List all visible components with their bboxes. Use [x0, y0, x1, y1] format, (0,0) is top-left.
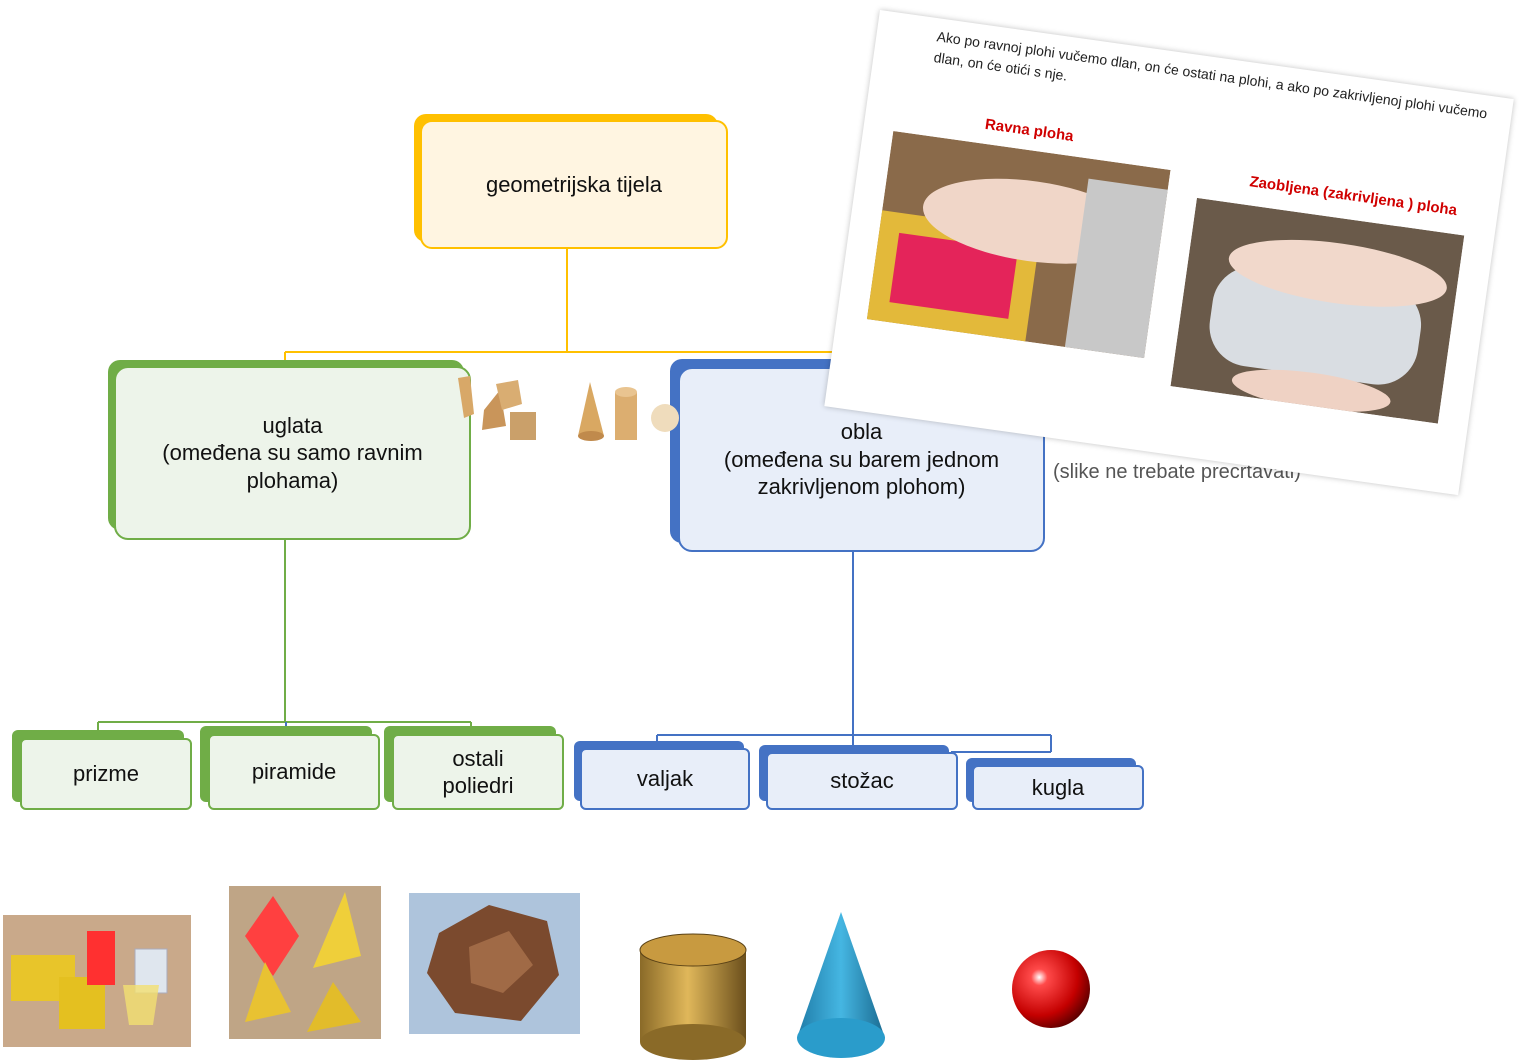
round-label: obla (omeđena su barem jednom zakrivljen…	[723, 419, 1000, 500]
root-node: geometrijska tijela	[420, 120, 728, 249]
flat-surface-photo	[866, 131, 1171, 359]
leaf-piramide: piramide	[208, 734, 380, 810]
connector-angular-leaves	[97, 540, 472, 734]
angular-label: uglata (omeđena su samo ravnim plohama)	[162, 412, 423, 493]
leaf-valjak-label: valjak	[636, 766, 694, 792]
leaf-piramide-label: piramide	[251, 759, 337, 785]
connector-round-leaves	[656, 552, 1052, 753]
prisms-photo	[3, 915, 191, 1047]
wooden-solids-picture	[458, 376, 679, 441]
leaf-prizme: prizme	[20, 738, 192, 810]
leaf-ostali-poliedri: ostali poliedri	[392, 734, 564, 810]
inset-photo-card: Ako po ravnoj plohi vučemo dlan, on će o…	[824, 10, 1514, 496]
note-text: (slike ne trebate precrtavati)	[1053, 461, 1301, 483]
leaf-stozac-label: stožac	[830, 768, 894, 794]
leaf-kugla-label: kugla	[1031, 774, 1085, 800]
cylinder-picture	[639, 933, 747, 1060]
leaf-valjak: valjak	[580, 748, 750, 810]
curved-surface-photo	[1170, 197, 1465, 424]
sphere-picture	[1012, 950, 1090, 1028]
flat-label: Ravna ploha	[983, 115, 1075, 146]
pyramids-photo	[229, 886, 381, 1039]
root-label: geometrijska tijela	[485, 171, 663, 197]
leaf-stozac: stožac	[766, 752, 958, 810]
cone-picture	[797, 912, 885, 1058]
connector-root-branches	[284, 248, 854, 368]
leaf-ostali-label: ostali poliedri	[442, 745, 514, 799]
leaf-kugla: kugla	[972, 765, 1144, 810]
polyhedron-photo	[409, 893, 580, 1034]
round-node: obla (omeđena su barem jednom zakrivljen…	[678, 367, 1045, 552]
leaf-prizme-label: prizme	[72, 761, 139, 787]
angular-node: uglata (omeđena su samo ravnim plohama)	[114, 366, 471, 540]
